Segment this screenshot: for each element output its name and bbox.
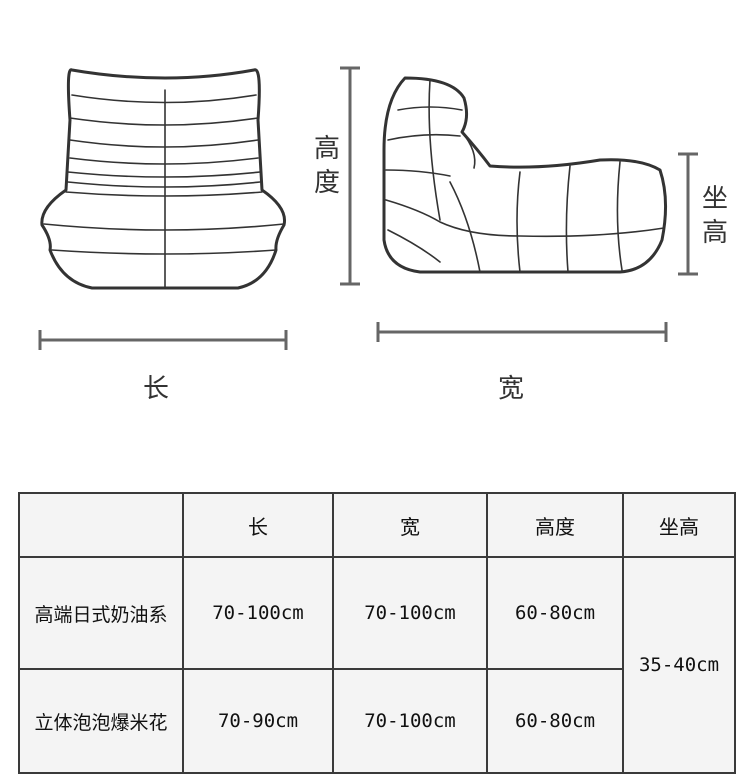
row-height: 60-80cm	[486, 668, 624, 774]
front-view-sofa	[40, 68, 287, 290]
length-label: 长	[143, 374, 170, 404]
table-header-corner	[18, 492, 184, 558]
dimension-lines	[38, 66, 698, 350]
row-height: 60-80cm	[486, 556, 624, 670]
row-name: 高端日式奶油系	[18, 556, 184, 670]
table-header-row: 长 宽 高度 坐高	[18, 492, 736, 558]
row-width: 70-100cm	[332, 668, 488, 774]
row-name: 立体泡泡爆米花	[18, 668, 184, 774]
side-view-sofa	[382, 76, 668, 274]
table-header-seat-height: 坐高	[622, 492, 736, 558]
table-row: 高端日式奶油系 70-100cm 70-100cm 60-80cm 35-40c…	[18, 556, 736, 774]
height-label: 高度	[313, 134, 340, 198]
table-header-width: 宽	[332, 492, 488, 558]
size-table: 长 宽 高度 坐高 高端日式奶油系 70-100cm 70-100cm 60-8…	[18, 492, 736, 774]
row-length: 70-90cm	[182, 668, 334, 774]
seat-height-label: 坐高	[701, 184, 728, 248]
seat-height-cell: 35-40cm	[622, 556, 736, 774]
width-label: 宽	[498, 374, 525, 404]
table-header-length: 长	[182, 492, 334, 558]
table-header-height: 高度	[486, 492, 624, 558]
row-width: 70-100cm	[332, 556, 488, 670]
sofa-dimension-diagram	[38, 66, 698, 350]
row-length: 70-100cm	[182, 556, 334, 670]
